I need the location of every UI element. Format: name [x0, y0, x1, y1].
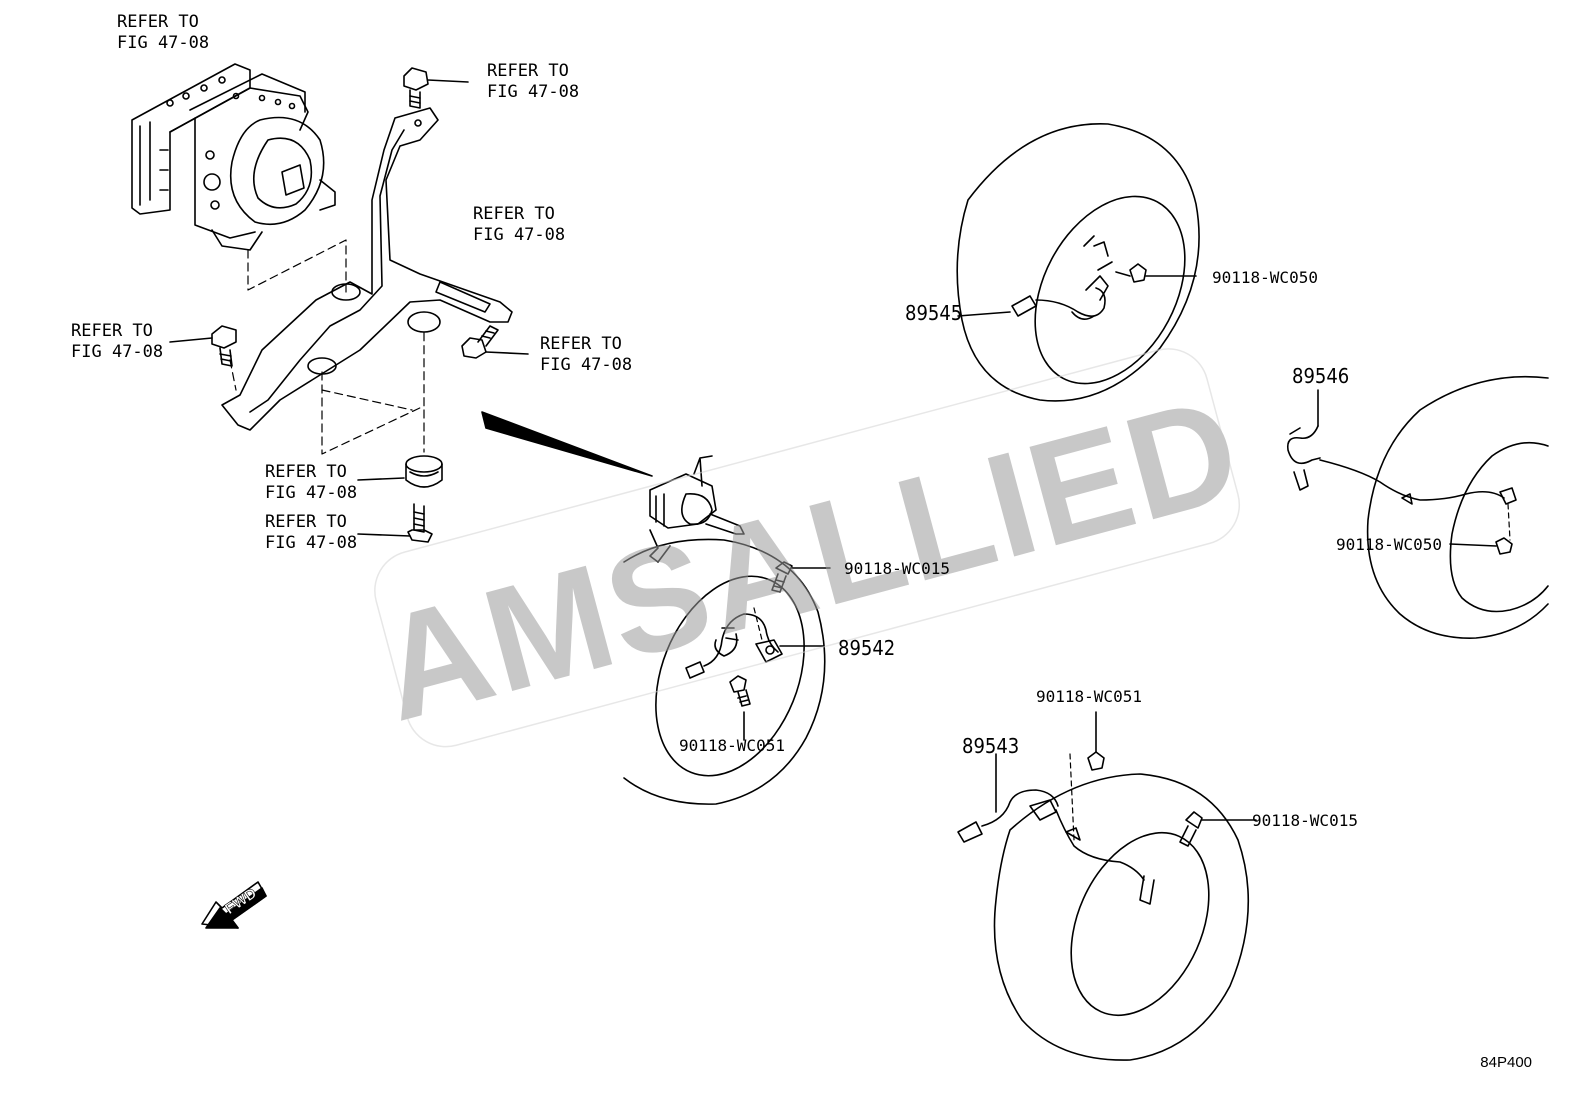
- part-90118-wc050-right: 90118-WC050: [1336, 535, 1442, 554]
- abs-actuator-icon: [131, 63, 336, 251]
- callout-bracket: REFER TO FIG 47-08: [473, 204, 566, 245]
- part-90118-wc051-bottom: 90118-WC051: [1036, 687, 1142, 706]
- bracket-icon: [221, 107, 513, 431]
- fwd-arrow-icon: [201, 881, 267, 929]
- grommet-icon: [357, 455, 443, 488]
- tire-rear-right-icon: [1366, 375, 1549, 639]
- part-90118-wc015-center: 90118-WC015: [844, 559, 950, 578]
- lower-bolt-icon: [357, 503, 433, 543]
- callout-right-bolt: REFER TO FIG 47-08: [540, 334, 633, 375]
- bolt-wc050-top-icon: [1115, 263, 1197, 283]
- top-bolt-icon: [403, 67, 469, 109]
- left-bolt-icon: [169, 325, 237, 367]
- tire-front-left-icon: [623, 538, 826, 805]
- tire-rear-left-icon: [956, 123, 1200, 402]
- callout-top-bolt: REFER TO FIG 47-08: [487, 61, 580, 102]
- part-89542: 89542: [838, 636, 896, 660]
- callout-abs-unit: REFER TO FIG 47-08: [117, 12, 210, 53]
- sensor-89546-icon: [1286, 389, 1517, 541]
- part-90118-wc050-top: 90118-WC050: [1212, 268, 1318, 287]
- sensor-89543-icon: [957, 753, 1155, 905]
- bolt-wc015-center-icon: [771, 561, 831, 593]
- callout-lower-bolt: REFER TO FIG 47-08: [265, 512, 358, 553]
- small-abs-icon: [649, 455, 745, 563]
- part-90118-wc015-bottom: 90118-WC015: [1252, 811, 1358, 830]
- bolt-wc050-right-icon: [1449, 537, 1513, 555]
- sensor-89545-icon: [957, 235, 1113, 320]
- bolt-wc015-bottom-icon: [1179, 811, 1257, 847]
- part-89545: 89545: [905, 301, 963, 325]
- sensor-89542-icon: [685, 613, 783, 679]
- tire-front-right-icon: [993, 773, 1250, 1061]
- pointer-wedge-icon: [481, 411, 653, 477]
- bolt-wc051-center-icon: [729, 607, 763, 741]
- right-bolt-icon: [461, 325, 529, 359]
- figure-code: 84P400: [1480, 1054, 1532, 1071]
- callout-grommet: REFER TO FIG 47-08: [265, 462, 358, 503]
- part-89546: 89546: [1292, 364, 1350, 388]
- part-90118-wc051-center: 90118-WC051: [679, 736, 785, 755]
- part-89543: 89543: [962, 734, 1020, 758]
- bolt-wc051-bottom-icon: [1069, 711, 1105, 841]
- callout-left-bolt: REFER TO FIG 47-08: [71, 321, 164, 362]
